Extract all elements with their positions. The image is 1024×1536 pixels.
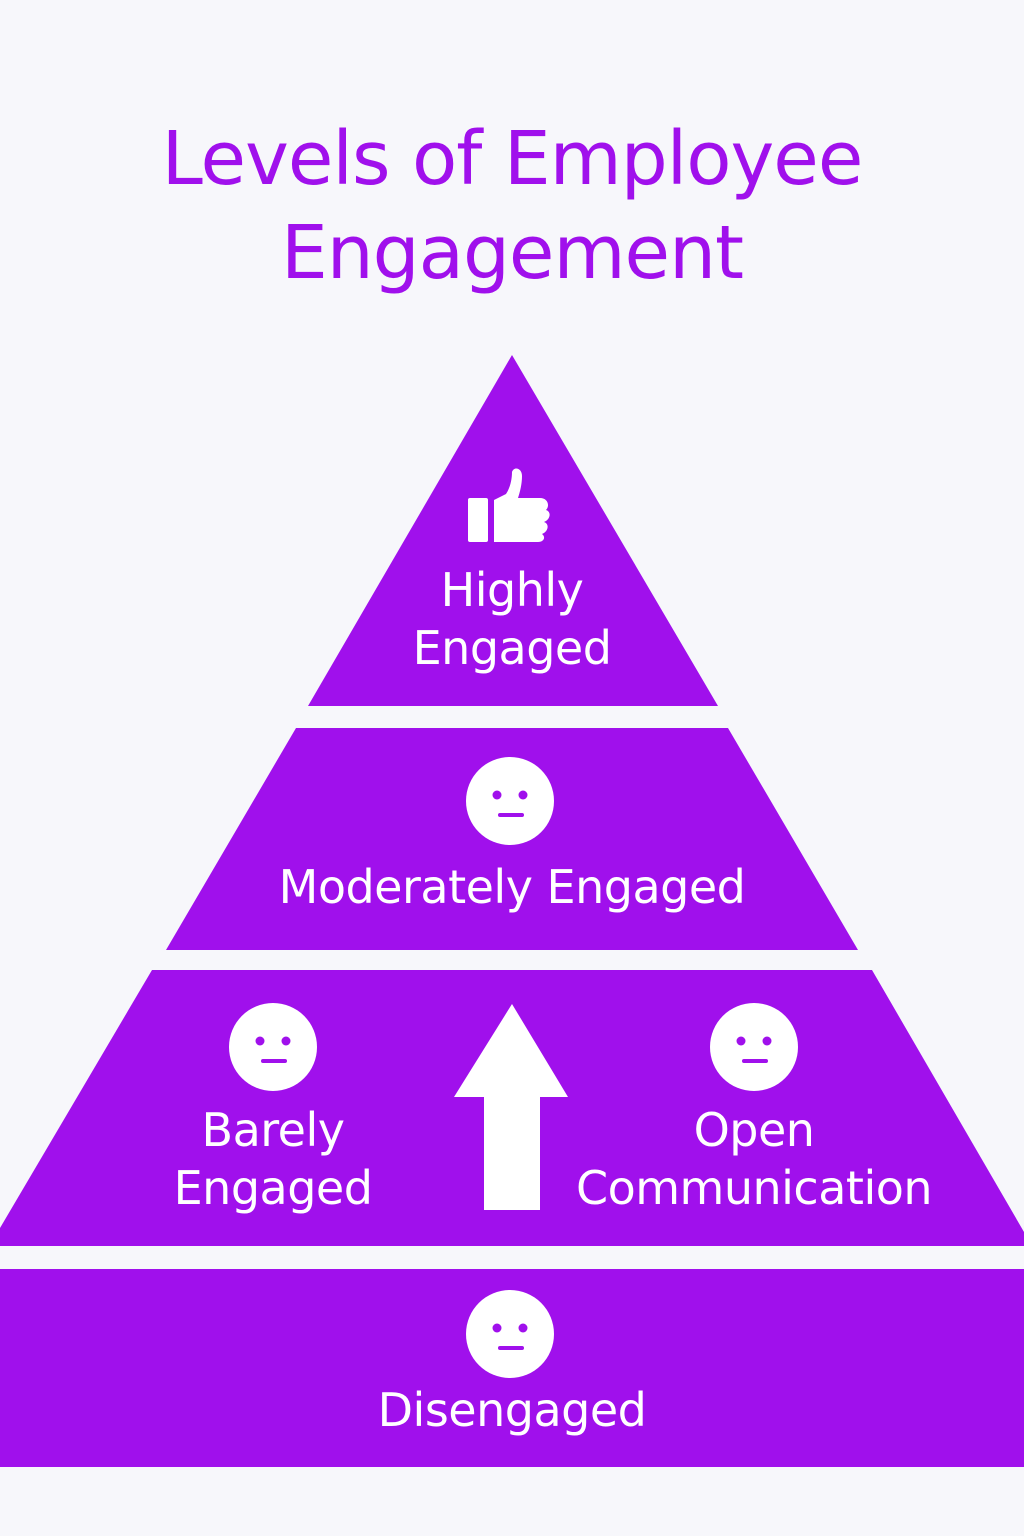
label-highly-engaged: Highly Engaged — [412, 563, 612, 675]
thumbs-up-icon — [468, 468, 550, 542]
neutral-face-icon — [229, 1003, 317, 1091]
title-line-1: Levels of Employee — [161, 116, 864, 202]
up-arrow-icon — [454, 1004, 568, 1210]
page-title: Levels of Employee Engagement — [0, 112, 1024, 300]
neutral-face-icon — [466, 1290, 554, 1378]
neutral-face-icon — [710, 1003, 798, 1091]
title-line-2: Engagement — [280, 210, 744, 296]
label-disengaged: Disengaged — [377, 1383, 647, 1437]
label-moderately-engaged: Moderately Engaged — [278, 860, 746, 914]
label-barely-engaged: Barely Engaged — [173, 1103, 373, 1215]
label-open-communication: Open Communication — [575, 1103, 933, 1215]
neutral-face-icon — [466, 757, 554, 845]
